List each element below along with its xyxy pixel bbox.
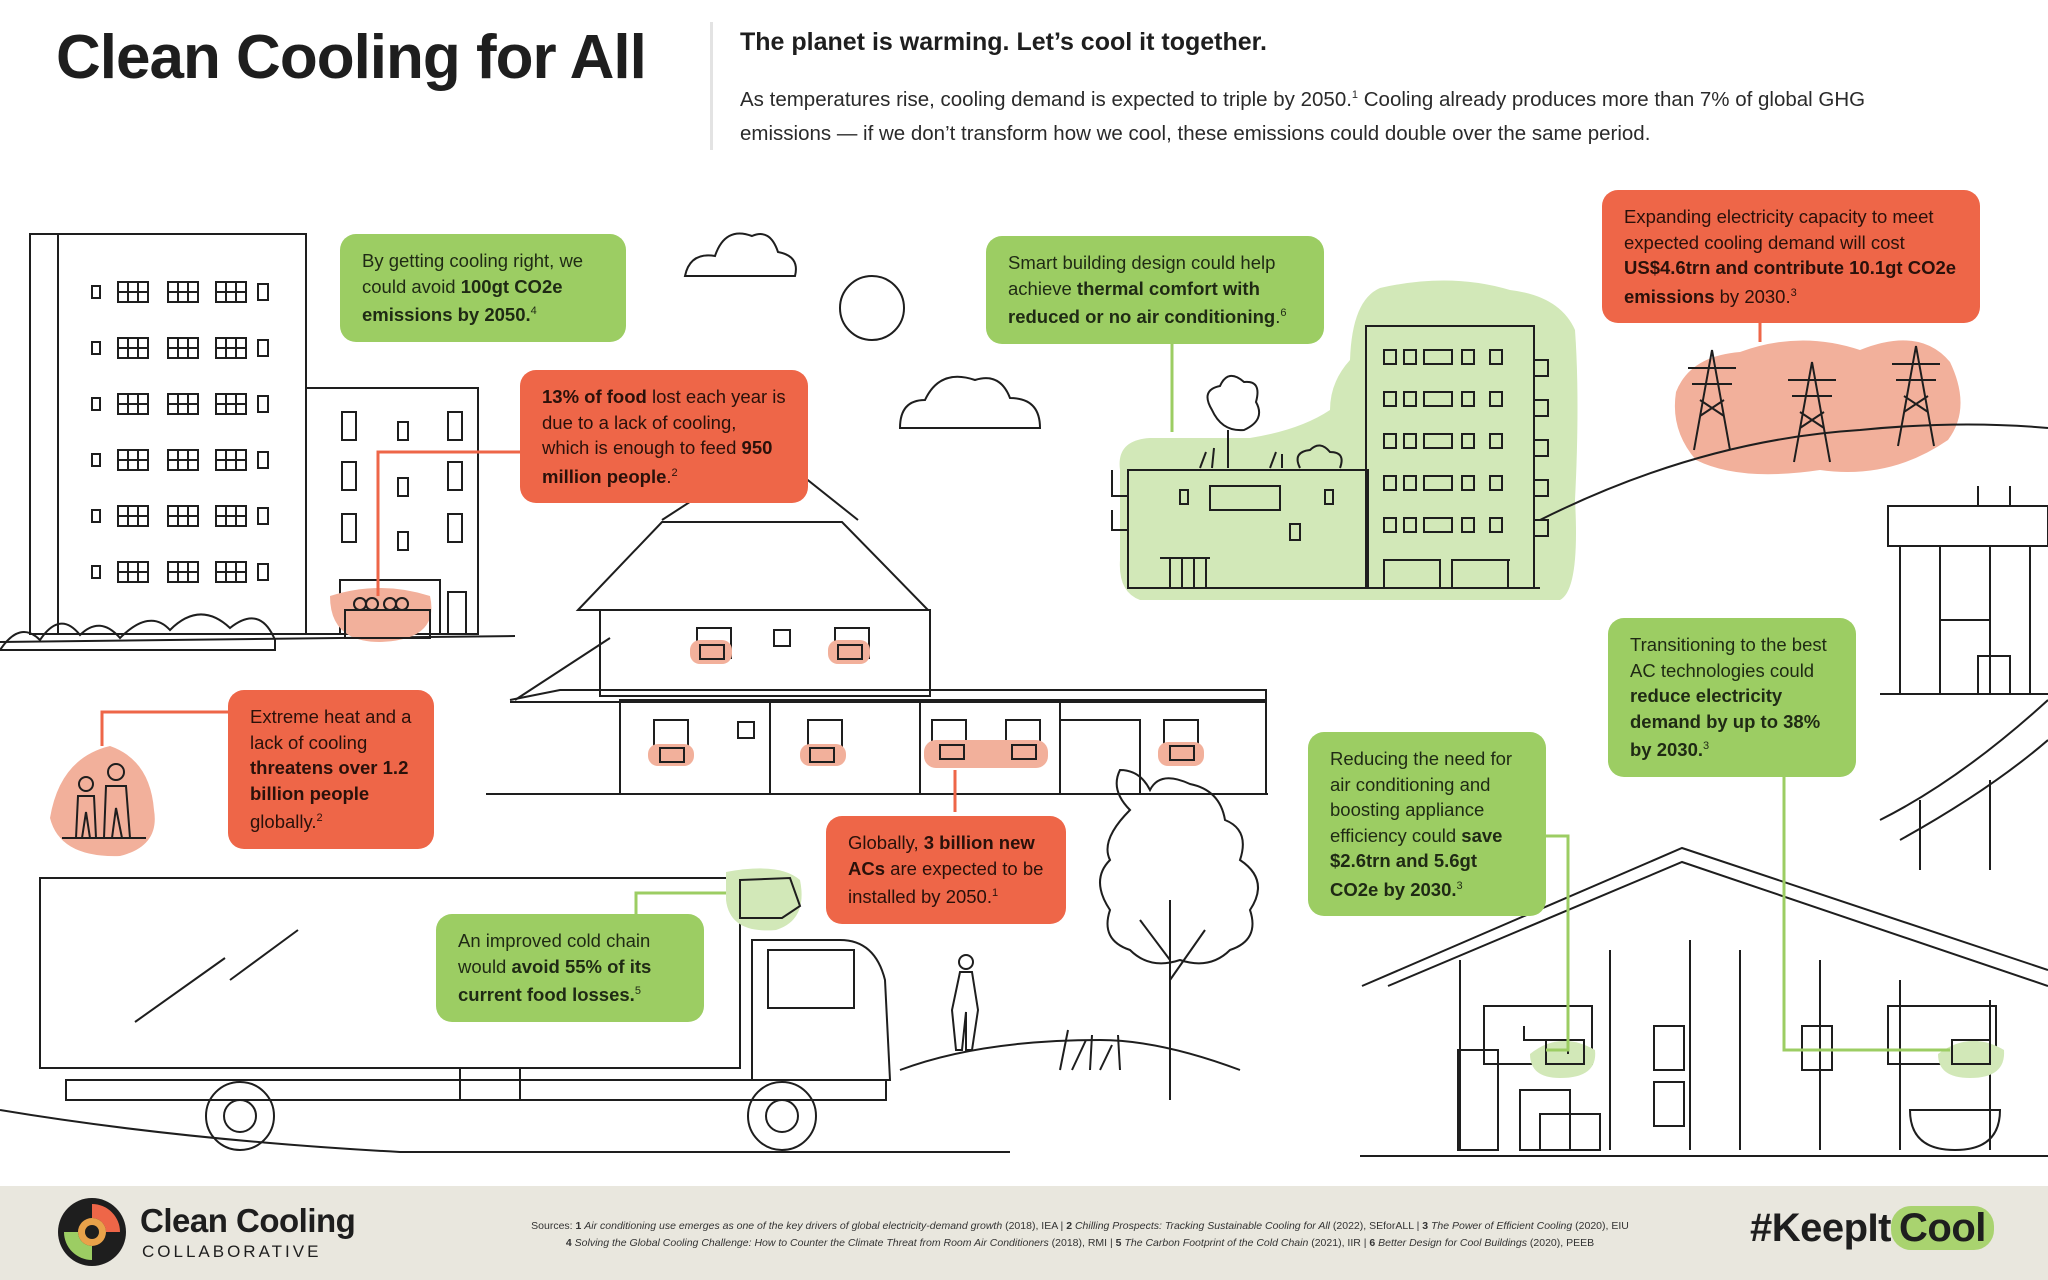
callout-highlight: save $2.6trn and 5.6gt CO2e by 2030. bbox=[1330, 824, 1503, 900]
callout-text: lost each year is due to a lack of cooli… bbox=[542, 386, 786, 458]
page-subhead: The planet is warming. Let’s cool it tog… bbox=[740, 28, 1267, 56]
footnote-ref: 6 bbox=[1280, 307, 1287, 319]
callout-text: . bbox=[666, 465, 672, 487]
callout-highlight: avoid 55% of its current food losses. bbox=[458, 955, 652, 1006]
source-meta: (2020), PEEB bbox=[1526, 1237, 1595, 1249]
source-number: 1 bbox=[575, 1220, 585, 1232]
brand-subtitle: COLLABORATIVE bbox=[142, 1242, 322, 1261]
green-building bbox=[1111, 325, 1549, 589]
hashtag-part: #KeepIt bbox=[1750, 1206, 1892, 1250]
source-meta: (2022), SEforALL | bbox=[1330, 1220, 1423, 1232]
source-title: The Power of Efficient Cooling bbox=[1430, 1220, 1573, 1232]
callout-avoid-emissions: By getting cooling right, we could avoid… bbox=[340, 234, 626, 342]
clean-cooling-logo-icon bbox=[58, 1198, 126, 1266]
footnote-ref: 4 bbox=[530, 305, 537, 317]
brand-name: Clean Cooling bbox=[140, 1202, 356, 1239]
hashtag-highlight: Cool bbox=[1891, 1206, 1994, 1250]
sources: Sources: 1 Air conditioning use emerges … bbox=[480, 1218, 1680, 1252]
callout-text: . bbox=[1275, 306, 1281, 328]
callout-text: globally. bbox=[250, 811, 317, 833]
footnote-ref: 2 bbox=[316, 812, 323, 824]
source-number: 4 bbox=[565, 1237, 575, 1249]
source-meta: (2021), IIR | bbox=[1308, 1237, 1370, 1249]
callout-text: Smart building design could help achieve bbox=[1008, 252, 1276, 299]
source-number: 6 bbox=[1369, 1237, 1379, 1249]
source-title: Solving the Global Cooling Challenge: Ho… bbox=[574, 1237, 1049, 1249]
callout-text: Extreme heat and a lack of cooling bbox=[250, 706, 412, 753]
source-number: 2 bbox=[1066, 1220, 1075, 1232]
callout-highlight: thermal comfort with reduced or no air c… bbox=[1008, 277, 1276, 328]
callout-smart-design: Smart building design could help achieve… bbox=[986, 236, 1324, 344]
truck bbox=[39, 877, 892, 1151]
intro-part-a: As temperatures rise, cooling demand is … bbox=[740, 87, 1352, 111]
footnote-ref: 2 bbox=[671, 466, 678, 479]
source-title: The Carbon Footprint of the Cold Chain bbox=[1124, 1237, 1309, 1249]
callout-text: Expanding electricity capacity to meet e… bbox=[1624, 206, 1934, 253]
callout-highlight: reduce electricity demand by up to 38% b… bbox=[1630, 685, 1821, 761]
source-title: Chilling Prospects: Tracking Sustainable… bbox=[1074, 1220, 1330, 1232]
tree bbox=[1099, 768, 1259, 1100]
callout-appliance-efficiency: Reducing the need for air conditioning a… bbox=[1308, 732, 1546, 917]
intro-part-b: Cooling already produces more than 7% of… bbox=[740, 87, 1866, 145]
source-meta: (2018), IEA | bbox=[1002, 1220, 1067, 1232]
footer bbox=[0, 1186, 2048, 1280]
callout-text: Transitioning to the best AC technologie… bbox=[1630, 634, 1827, 681]
callout-text: Globally, bbox=[848, 832, 924, 853]
people-highlight bbox=[50, 746, 155, 857]
source-meta: (2020), EIU bbox=[1572, 1220, 1629, 1232]
intro-footnote: 1 bbox=[1351, 89, 1359, 101]
callout-extreme-heat: Extreme heat and a lack of cooling threa… bbox=[228, 690, 434, 849]
callout-highlight: 3 billion new ACs bbox=[848, 832, 1035, 879]
header-divider bbox=[710, 22, 713, 150]
callout-food-loss: 13% of food lost each year is due to a l… bbox=[520, 370, 808, 504]
intro-paragraph: As temperatures rise, cooling demand is … bbox=[740, 78, 1920, 151]
callout-highlight: 100gt CO2e emissions by 2050. bbox=[362, 275, 563, 326]
apartment-tower bbox=[29, 233, 307, 635]
green-building-bg bbox=[1119, 280, 1578, 600]
callout-text: by 2030. bbox=[1714, 285, 1791, 307]
right-house bbox=[1360, 846, 2048, 1157]
callout-highlight: 13% of food bbox=[542, 386, 647, 407]
source-title: Better Design for Cool Buildings bbox=[1378, 1237, 1527, 1249]
right-tower bbox=[1880, 486, 2048, 695]
footnote-ref: 3 bbox=[1456, 879, 1463, 892]
page-title: Clean Cooling for All bbox=[56, 23, 647, 92]
footnote-ref: 5 bbox=[634, 985, 641, 997]
callout-highlight: threatens over 1.2 billion people bbox=[250, 757, 409, 804]
source-number: 3 bbox=[1422, 1220, 1431, 1232]
callout-electricity-capacity: Expanding electricity capacity to meet e… bbox=[1602, 190, 1980, 324]
callout-text: An improved cold chain would bbox=[458, 930, 651, 977]
callout-text: Reducing the need for air conditioning a… bbox=[1330, 748, 1513, 846]
callout-best-ac: Transitioning to the best AC technologie… bbox=[1608, 618, 1856, 777]
callout-text: are expected to be installed by 2050. bbox=[848, 857, 1044, 908]
footnote-ref: 1 bbox=[992, 887, 999, 899]
source-title: Air conditioning use emerges as one of t… bbox=[584, 1220, 1003, 1232]
callout-text: By getting cooling right, we could avoid bbox=[362, 250, 584, 297]
callout-cold-chain: An improved cold chain would avoid 55% o… bbox=[436, 914, 704, 1022]
source-meta: (2018), RMI | bbox=[1048, 1237, 1116, 1249]
ac-highlights bbox=[648, 640, 1204, 768]
callout-highlight: 950 million people bbox=[542, 437, 773, 487]
pylon-highlight bbox=[1674, 340, 1961, 475]
callout-highlight: US$4.6trn and contribute 10.1gt CO2e emi… bbox=[1624, 257, 1957, 307]
source-number: 5 bbox=[1115, 1237, 1125, 1249]
sources-label: Sources: bbox=[531, 1220, 576, 1232]
footnote-ref: 3 bbox=[1703, 740, 1710, 752]
callout-new-acs: Globally, 3 billion new ACs are expected… bbox=[826, 816, 1066, 924]
footnote-ref: 3 bbox=[1790, 286, 1797, 299]
